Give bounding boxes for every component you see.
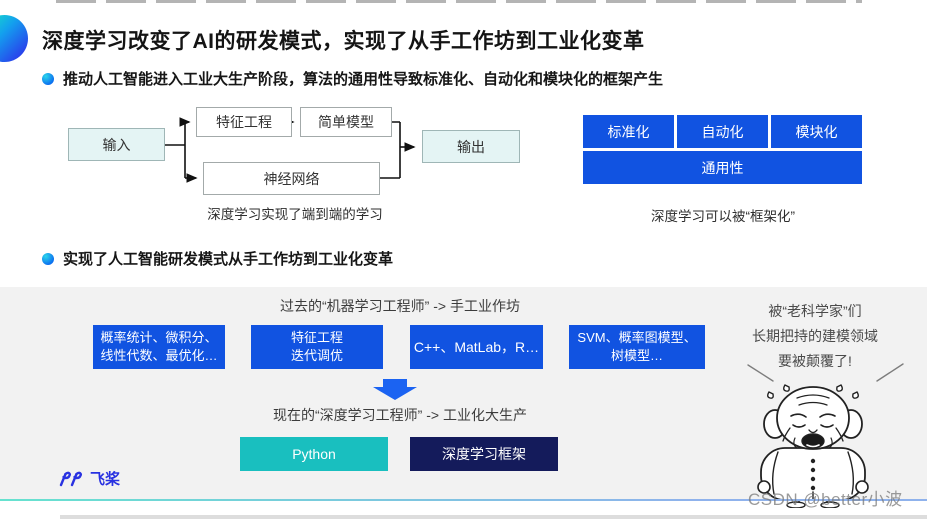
past-skill-box-feature: 特征工程 迭代调优 bbox=[251, 325, 383, 369]
pipeline-input-label: 输入 bbox=[102, 136, 131, 153]
bullet-1-text: 推动人工智能进入工业大生产阶段，算法的通用性导致标准化、自动化和模块化的框架产生 bbox=[63, 71, 664, 88]
pipeline-neural-net-box: 神经网络 bbox=[203, 162, 380, 195]
bottom-edge-shadow bbox=[60, 515, 927, 519]
framework-caption: 深度学习可以被“框架化” bbox=[651, 209, 795, 224]
crying-scientist-illustration bbox=[757, 384, 869, 508]
speech-text: 被“老科学家”们 长期把持的建模领域 要被颠覆了! bbox=[705, 299, 925, 375]
csdn-watermark: CSDN @better小波 bbox=[748, 490, 903, 509]
now-skill-python-label: Python bbox=[292, 446, 336, 462]
framework-automation-box: 自动化 bbox=[677, 115, 768, 148]
past-skill-models-line2: 树模型… bbox=[610, 348, 663, 363]
past-skill-box-languages: C++、MatLab，R… bbox=[410, 325, 543, 369]
past-skill-box-models: SVM、概率图模型、 树模型… bbox=[569, 325, 705, 369]
pipeline-neural-net-label: 神经网络 bbox=[263, 170, 320, 187]
pipeline-input-box: 输入 bbox=[68, 128, 165, 161]
pipeline-feature-box: 特征工程 bbox=[196, 107, 292, 137]
now-skill-box-dl-framework: 深度学习框架 bbox=[410, 437, 558, 471]
bullet-dot-icon bbox=[42, 72, 54, 85]
pipeline-output-box: 输出 bbox=[422, 130, 520, 163]
down-arrow-icon bbox=[373, 379, 417, 400]
speech-line-3: 要被颠覆了! bbox=[778, 353, 852, 370]
past-skill-math-line1: 概率统计、微积分、 bbox=[100, 330, 218, 346]
pipeline-output-label: 输出 bbox=[457, 138, 485, 155]
bullet-item-2: 实现了人工智能研发模式从手工作坊到工业化变革 bbox=[42, 248, 393, 269]
framework-modularization-label: 模块化 bbox=[795, 123, 838, 140]
page-title: 深度学习改变了AI的研发模式，实现了从手工作坊到工业化变革 bbox=[42, 30, 645, 53]
pipeline-simple-model-label: 简单模型 bbox=[318, 114, 374, 130]
paddlepaddle-brand: 飞桨 bbox=[58, 468, 120, 489]
past-skill-models-line1: SVM、概率图模型、 bbox=[577, 330, 697, 346]
past-skill-languages-line1: C++、MatLab，R… bbox=[413, 338, 540, 355]
bullet-dot-icon bbox=[42, 252, 54, 265]
pipeline-caption: 深度学习实现了端到端的学习 bbox=[207, 207, 383, 222]
speech-line-2: 长期把持的建模领域 bbox=[752, 328, 878, 345]
framework-automation-label: 自动化 bbox=[701, 123, 744, 140]
now-skill-box-python: Python bbox=[240, 437, 388, 471]
framework-generality-bar: 通用性 bbox=[583, 151, 862, 184]
top-scrubber-strip bbox=[56, 0, 862, 3]
framework-standardization-box: 标准化 bbox=[583, 115, 674, 148]
slide-sphere-logo bbox=[0, 15, 28, 62]
footer-gradient-line bbox=[0, 499, 927, 501]
shock-lines bbox=[747, 363, 904, 382]
past-skill-feature-line1: 特征工程 bbox=[290, 330, 343, 346]
pipeline-feature-label: 特征工程 bbox=[216, 114, 272, 130]
framework-generality-label: 通用性 bbox=[701, 159, 744, 176]
framework-standardization-label: 标准化 bbox=[607, 123, 650, 140]
pipeline-simple-model-box: 简单模型 bbox=[300, 107, 392, 137]
past-skill-feature-line2: 迭代调优 bbox=[290, 348, 343, 363]
now-engineer-header: 现在的“深度学习工程师” -> 工业化大生产 bbox=[273, 407, 527, 423]
bullet-item-1: 推动人工智能进入工业大生产阶段，算法的通用性导致标准化、自动化和模块化的框架产生 bbox=[42, 68, 663, 89]
framework-modularization-box: 模块化 bbox=[771, 115, 862, 148]
now-skill-dl-framework-label: 深度学习框架 bbox=[442, 446, 526, 462]
past-skill-box-math: 概率统计、微积分、 线性代数、最优化… bbox=[93, 325, 225, 369]
brand-name: 飞桨 bbox=[90, 471, 121, 488]
past-skill-math-line2: 线性代数、最优化… bbox=[100, 348, 218, 363]
past-engineer-header: 过去的“机器学习工程师” -> 手工业作坊 bbox=[280, 298, 520, 314]
bullet-2-text: 实现了人工智能研发模式从手工作坊到工业化变革 bbox=[63, 251, 394, 268]
speech-line-1: 被“老科学家”们 bbox=[768, 303, 862, 319]
paddlepaddle-logo-icon bbox=[59, 471, 82, 487]
